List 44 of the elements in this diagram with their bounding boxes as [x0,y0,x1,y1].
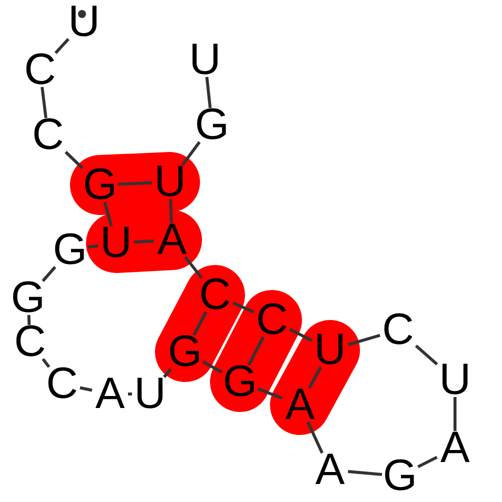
backbone-line [54,38,70,54]
backbone-line [348,470,382,476]
backbone-line [417,456,438,468]
backbone-line [192,311,208,336]
backbone-line [247,336,265,366]
nucleotide-letter: C [30,118,66,152]
backbone-line [42,358,50,368]
nucleotide-letter: C [197,278,233,312]
nucleotide-letter: C [22,53,58,87]
backbone-line [289,328,313,342]
nucleotide-letter: A [92,377,128,411]
nucleotide-letter: A [312,453,348,487]
backbone-line [232,302,255,314]
backbone-line [308,366,322,389]
nucleotide-letter: G [10,281,46,315]
backbone-line [454,397,456,431]
backbone-line [42,266,56,282]
backbone-line [257,388,283,400]
backbone-line [128,392,132,396]
nucleotide-letter: G [382,459,418,493]
nucleotide-letter: A [437,431,473,465]
nucleotide-letter: U [66,5,102,39]
nucleotide-letter: C [12,325,48,359]
backbone-line [348,334,380,346]
nucleotide-letter: U [312,333,348,367]
nucleotide-letter: G [167,335,203,369]
backbone-line [40,86,48,118]
nucleotide-letter: C [380,313,416,347]
nucleotide-letter: G [52,233,88,267]
backbone-line [415,344,438,366]
backbone-line [27,314,31,326]
backbone-line [306,421,324,454]
nucleotide-letter: G [194,108,230,142]
nucleotide-letter: U [187,43,223,77]
backbone-line [163,368,172,378]
nucleotide-letter: U [437,363,473,397]
nucleotide-letter: G [222,365,258,399]
backbone-line [80,386,92,392]
nucleotide-letter: C [254,303,290,337]
nucleotide-letter: C [44,367,80,401]
nucleotide-letter: A [282,388,318,422]
nucleotide-letter: U [132,377,168,411]
backbone-line [202,360,223,374]
backbone-line [205,76,212,108]
